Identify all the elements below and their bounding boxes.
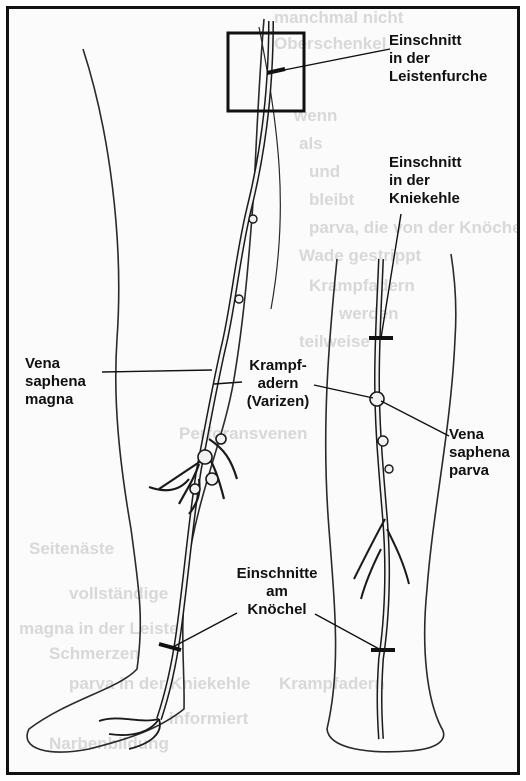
label-einschnitt-leistenfurche: Einschnitt in der Leistenfurche: [389, 32, 487, 86]
label-line: Einschnitte: [227, 565, 327, 583]
label-line: Einschnitt: [389, 154, 462, 172]
background-text-fragment: manchmal nicht: [274, 9, 404, 27]
leader-parva: [381, 401, 449, 436]
label-einschnitte-knoechel: Einschnitte am Knöchel: [227, 565, 327, 619]
background-text-fragment: Wade gestrippt: [299, 246, 421, 265]
background-text-fragment: werden: [338, 304, 399, 323]
leader-magna: [102, 370, 212, 372]
background-text-fragment: magna in der Leiste: [19, 619, 179, 638]
label-line: (Varizen): [235, 393, 321, 411]
background-text-fragment: Krampfadern: [279, 674, 385, 693]
label-line: Leistenfurche: [389, 68, 487, 86]
label-line: in der: [389, 172, 462, 190]
background-text-fragment: Schmerzen: [49, 644, 140, 663]
background-text-fragment: und: [309, 162, 340, 181]
leader-krampf-right: [314, 385, 373, 398]
background-text-fragment: Oberschenkel: [274, 34, 386, 53]
leader-knoechel-right: [315, 614, 381, 650]
background-text-fragment: wenn: [293, 106, 337, 125]
label-line: parva: [449, 462, 510, 480]
label-line: saphena: [449, 444, 510, 462]
label-line: am: [227, 583, 327, 601]
background-text-fragment: bleibt: [309, 190, 355, 209]
label-line: Einschnitt: [389, 32, 487, 50]
label-krampfadern: Krampf- adern (Varizen): [235, 357, 321, 411]
label-line: adern: [235, 375, 321, 393]
label-line: Vena: [25, 355, 86, 373]
label-line: in der: [389, 50, 487, 68]
background-text-fragment: vollständige: [69, 584, 168, 603]
label-vena-saphena-parva: Vena saphena parva: [449, 426, 510, 480]
label-line: Vena: [449, 426, 510, 444]
label-vena-saphena-magna: Vena saphena magna: [25, 355, 86, 409]
background-text-fragment: als: [299, 134, 323, 153]
label-line: magna: [25, 391, 86, 409]
background-text-fragment: Perforansvenen: [179, 424, 308, 443]
background-text-fragment: Seitenäste: [29, 539, 114, 558]
background-text-fragment: parva, die von der Knöchelhöhe: [309, 218, 517, 237]
background-text-fragment: teilweise: [299, 332, 370, 351]
background-text-fragment: Krampfadern: [309, 276, 415, 295]
label-line: Knöchel: [227, 601, 327, 619]
label-line: Kniekehle: [389, 190, 462, 208]
label-line: saphena: [25, 373, 86, 391]
label-einschnitt-kniekehle: Einschnitt in der Kniekehle: [389, 154, 462, 208]
label-line: Krampf-: [235, 357, 321, 375]
background-text-fragment: parva in der Kniekehle: [69, 674, 250, 693]
varicose-branches-right: [354, 519, 409, 599]
